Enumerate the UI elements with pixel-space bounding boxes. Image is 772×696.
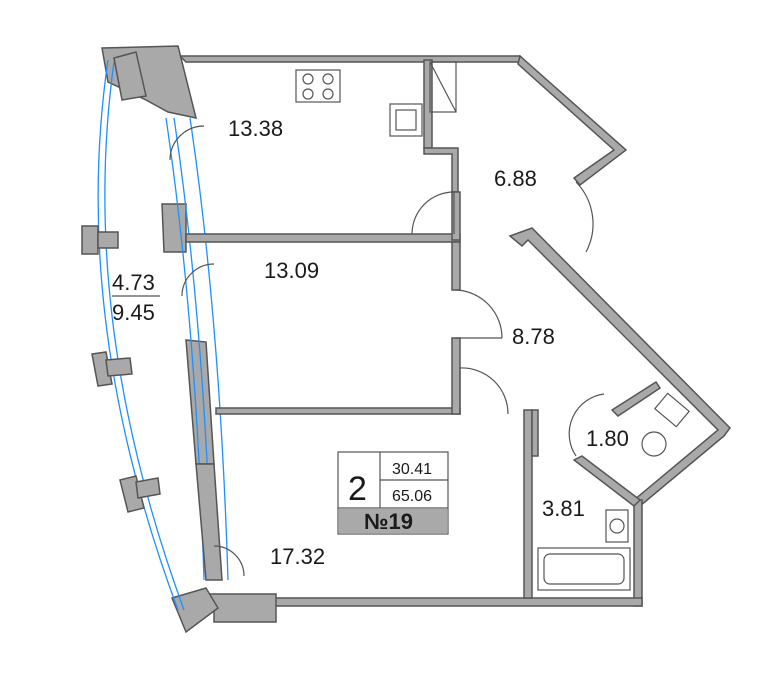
balcony-pillar-2 <box>97 231 119 249</box>
wall-bedroom-living <box>215 407 461 415</box>
wall-kitchen-right-low <box>423 147 459 193</box>
glazing-outer-2 <box>104 61 185 611</box>
door-toilet <box>568 393 605 457</box>
wall-top <box>178 55 528 63</box>
toilet-icon <box>641 431 667 457</box>
badge-total-area: 65.06 <box>392 488 432 505</box>
balcony-pillar-1 <box>81 225 99 255</box>
stove-burner-4 <box>322 88 334 100</box>
outer-walls <box>101 45 731 634</box>
bathroom-sink-icon <box>605 509 629 543</box>
doors <box>169 125 605 577</box>
wall-kitchen-bedroom <box>185 233 461 243</box>
room-corridor-area: 8.78 <box>512 324 555 349</box>
balcony-pillar-6 <box>135 477 161 499</box>
room-living-area: 17.32 <box>270 544 325 569</box>
wall-living-left <box>195 463 223 581</box>
room-kitchen-area: 13.38 <box>228 116 283 141</box>
wall-bathroom-left-inner <box>531 409 539 457</box>
balcony-columns <box>81 51 161 513</box>
balcony-pillar-7 <box>113 51 147 101</box>
badge-living-area: 30.41 <box>392 461 432 478</box>
wall-toilet <box>572 455 642 507</box>
stove-icon <box>295 69 341 103</box>
door-balcony-living <box>213 545 245 577</box>
bathtub-icon <box>537 547 631 591</box>
room-balcony-area-2: 9.45 <box>112 300 155 325</box>
stove-burner-1 <box>302 73 314 85</box>
room-hall-area: 6.88 <box>494 166 537 191</box>
door-balcony-kitchen <box>169 125 205 161</box>
wall-kitchen-right <box>423 59 433 149</box>
room-toilet-area: 1.80 <box>586 426 629 451</box>
glazing-outer-1 <box>97 59 179 611</box>
wall-bedroom-right-lower <box>451 337 461 415</box>
wall-bedroom-right <box>451 241 461 291</box>
wall-right-upper <box>517 54 628 187</box>
bathtub-inner <box>543 553 625 585</box>
door-bedroom <box>455 289 503 339</box>
fixtures <box>295 61 690 591</box>
wall-right-diagonal <box>508 227 731 508</box>
wall-right-lower <box>633 499 643 607</box>
wall-corner-bottom <box>170 587 219 634</box>
kitchen-sink-icon <box>389 103 423 137</box>
apartment-badge: 2 30.41 65.06 №19 <box>337 451 449 535</box>
toilet-tank <box>654 392 690 428</box>
door-entrance <box>575 181 594 253</box>
door-balcony-bedroom <box>181 263 215 297</box>
badge-frame <box>337 451 449 535</box>
badge-apartment-number: №19 <box>364 509 413 534</box>
door-living <box>459 367 509 415</box>
wall-bathroom-left <box>523 409 533 599</box>
wall-bottom <box>269 597 643 607</box>
stove-burner-3 <box>302 88 314 100</box>
glazing-inner-3 <box>189 117 229 581</box>
bathroom-sink-bowl <box>609 518 625 534</box>
wall-toilet-upper <box>610 380 662 417</box>
room-bedroom-area: 13.09 <box>264 258 319 283</box>
kitchen-sink-bowl <box>395 109 417 131</box>
badge-rooms-count: 2 <box>348 470 367 508</box>
interior-walls <box>185 59 662 599</box>
wall-hall-stub <box>451 191 461 241</box>
room-bathroom-area: 3.81 <box>542 496 585 521</box>
balcony-pillar-4 <box>105 357 133 377</box>
room-labels: 13.38 6.88 13.09 8.78 4.73 9.45 1.80 3.8… <box>112 116 629 569</box>
door-hall-kitchen <box>411 191 455 235</box>
room-balcony-area-1: 4.73 <box>112 270 155 295</box>
fridge-icon <box>429 61 457 113</box>
badge-number-fill <box>339 509 447 533</box>
fridge-diagonal <box>429 61 457 113</box>
stove-burner-2 <box>322 73 334 85</box>
